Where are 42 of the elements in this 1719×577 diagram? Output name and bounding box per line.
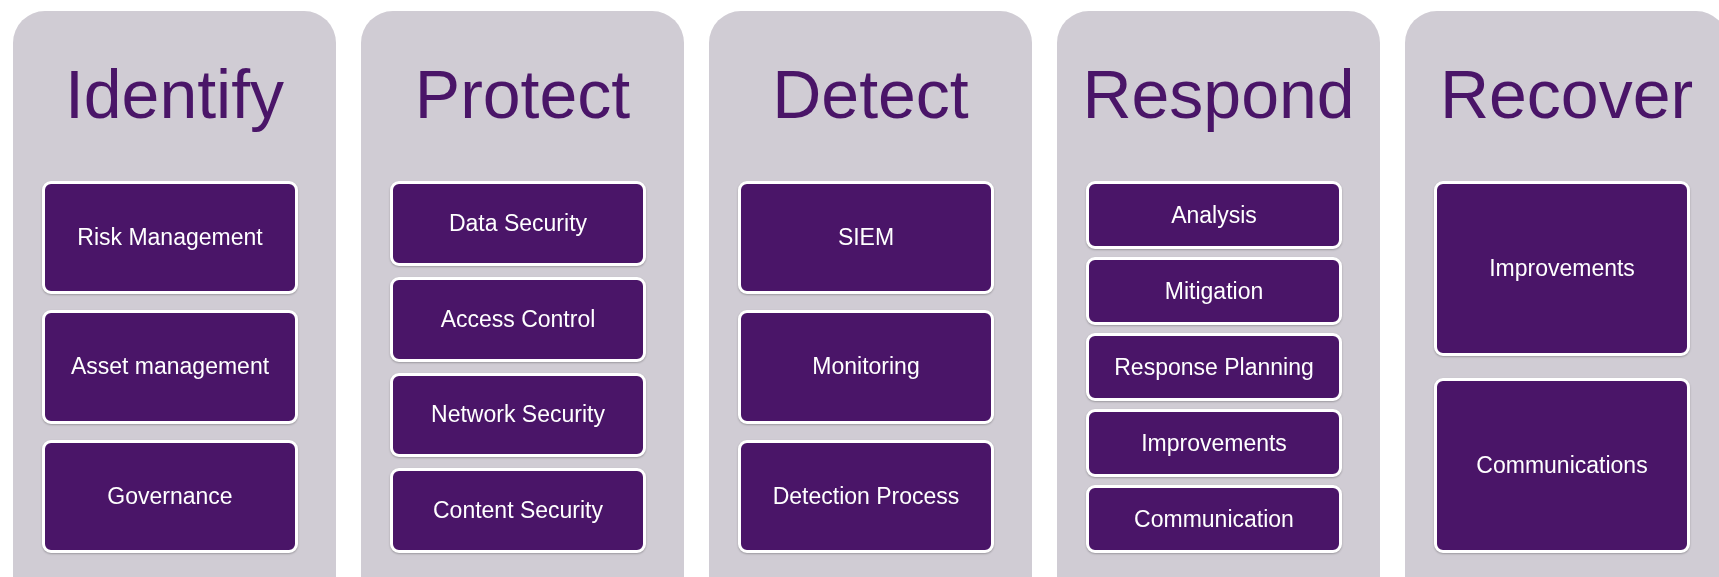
category-label: Access Control: [440, 305, 596, 333]
category-box: [738, 310, 994, 424]
category-label: Detection Process: [772, 482, 960, 510]
category-box: [1434, 378, 1690, 553]
category-label: Asset management: [70, 353, 270, 381]
category-box: [1434, 181, 1690, 356]
category-box: [1086, 333, 1342, 401]
category-label: Response Planning: [1114, 353, 1314, 381]
category-label: Analysis: [1171, 201, 1257, 229]
column-heading: Protect: [413, 59, 632, 129]
category-label: Improvements: [1141, 429, 1287, 457]
category-box: [390, 181, 646, 266]
category-box: [42, 181, 298, 295]
column-panel: [1405, 11, 1719, 577]
category-box: [738, 439, 994, 553]
column-panel: [361, 11, 684, 577]
category-box: [1086, 409, 1342, 477]
category-box: [390, 468, 646, 553]
column-panel: [1057, 11, 1380, 577]
category-box: [390, 372, 646, 458]
category-box: [42, 310, 298, 424]
category-label: Content Security: [433, 497, 603, 525]
column-panel: [709, 11, 1032, 577]
category-label: SIEM: [837, 224, 895, 252]
column-heading: Detect: [771, 59, 970, 129]
category-box: [1086, 181, 1342, 249]
category-label: Communication: [1134, 505, 1294, 533]
category-box: [1086, 257, 1342, 325]
category-box: [1086, 485, 1342, 553]
category-label: Communications: [1476, 452, 1648, 479]
column-heading: Recover: [1438, 59, 1695, 129]
category-label: Monitoring: [812, 353, 920, 381]
category-box: [42, 439, 298, 553]
category-label: Mitigation: [1164, 277, 1264, 305]
category-label: Network Security: [431, 401, 605, 429]
category-box: [738, 181, 994, 295]
category-label: Governance: [107, 482, 233, 510]
category-label: Risk Management: [77, 224, 263, 252]
category-label: Improvements: [1489, 255, 1635, 282]
category-box: [390, 276, 646, 362]
category-label: Data Security: [448, 209, 588, 237]
column-panel: [13, 11, 336, 577]
